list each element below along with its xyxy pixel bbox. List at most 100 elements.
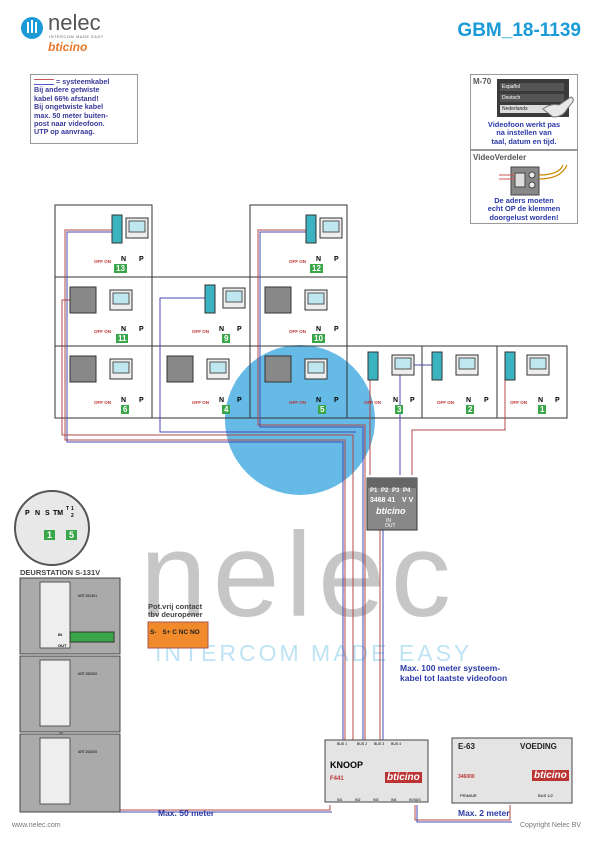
offon-label: OFF ON: [289, 400, 306, 405]
contact-term: S-: [150, 629, 157, 636]
p-label: P: [139, 397, 144, 404]
max100-line: kabel tot laatste videofoon: [400, 673, 508, 683]
videophone: [166, 355, 230, 383]
keypad-term: T: [66, 506, 70, 512]
voeding-bus: BUS 1/2: [538, 793, 553, 798]
cable: [159, 297, 356, 433]
voeding-label: VOEDING: [520, 742, 557, 751]
door-station-body: [19, 577, 121, 813]
footer-website: www.nelec.com: [12, 822, 61, 829]
apartment-number: 11: [116, 334, 129, 343]
deurstation-art: ART.351301: [78, 594, 98, 598]
contact-terminals: S- S+ C NC NO: [150, 629, 200, 636]
offon-label: OFF ON: [437, 400, 454, 405]
knoop-body: [324, 739, 429, 803]
verdeler-title: VideoVerdeler: [473, 153, 527, 162]
menu-item: Nederlands: [500, 105, 564, 113]
cable: [399, 364, 440, 475]
splitter-port: P2: [381, 488, 389, 494]
knoop-in: IN4: [391, 798, 397, 802]
splitter-body: [366, 477, 418, 531]
n-label: N: [316, 397, 322, 404]
max100-line: Max. 100 meter systeem-: [400, 663, 501, 673]
n-label: N: [121, 397, 127, 404]
splitter-brand: bticino: [376, 506, 406, 516]
cable: [369, 364, 375, 475]
p-label: P: [139, 256, 144, 263]
cable: [64, 229, 346, 740]
note-line: Bij ongetwiste kabel: [34, 102, 104, 112]
m70-caption-line: Videofoon werkt pas: [487, 120, 561, 129]
note-line: post naar videofoon.: [34, 119, 105, 129]
deurstation-art: ART.352000: [78, 750, 98, 754]
p-label: P: [484, 397, 489, 404]
p-label: P: [334, 326, 339, 333]
videophone: [69, 355, 133, 383]
contact-term: C: [172, 629, 177, 636]
n-label: N: [121, 256, 127, 263]
voeding-title: E-63: [458, 742, 475, 751]
cable: [259, 231, 364, 740]
cable: [416, 805, 512, 823]
footer-copyright: Copyright Nelec BV: [520, 822, 582, 829]
contact-title-line: tbv deuropener: [148, 610, 203, 619]
keypad-term: 1: [71, 506, 74, 512]
keypad-term: TM: [53, 510, 64, 517]
n-label: N: [219, 326, 225, 333]
menu-item: Deutsch: [500, 94, 564, 102]
contact-term: NC: [178, 629, 189, 636]
m70-caption-line: taal, datum en tijd.: [491, 136, 557, 146]
m70-caption-line: na instellen van: [496, 128, 552, 138]
deurstation-art: ART.352000: [78, 672, 98, 676]
verdeler-caption-line: De aders moeten: [494, 196, 554, 205]
cable-note: = systeemkabel Bij andere getwiste kabel…: [30, 74, 138, 144]
knoop-brand: bticino: [385, 772, 422, 783]
note-line: max. 50 meter buiten-: [34, 110, 108, 120]
offon-label: OFF ON: [510, 400, 527, 405]
videophone: [69, 286, 133, 314]
apartment-grid: [54, 204, 568, 419]
logo-mark-icon: [21, 17, 43, 39]
apartment-number: 5: [318, 405, 327, 414]
keypad-left: 1: [44, 530, 56, 540]
videophones: [69, 214, 550, 383]
knoop-in: IN1: [337, 798, 343, 802]
knoop-bus: BUS 2: [357, 742, 368, 746]
note-line: UTP op aanvraag.: [34, 127, 95, 137]
knoop-bus: BUS 1: [337, 742, 348, 746]
splitter-vv: V V: [402, 497, 414, 504]
apartment-number: 12: [310, 264, 323, 273]
p-label: P: [334, 256, 339, 263]
verdeler-caption-line: doorgelust worden!: [489, 212, 559, 222]
knoop-in: IN2: [355, 798, 361, 802]
videophone: [111, 214, 149, 244]
videophone: [204, 284, 246, 314]
apartment-number: 4: [222, 405, 231, 414]
knoop-model: F441: [330, 776, 344, 782]
knoop-in-bus: IN BUS: [409, 798, 421, 802]
knoop-bus: BUS 4: [391, 742, 402, 746]
cable: [257, 229, 366, 740]
videophone: [504, 351, 550, 381]
apartment-number: 6: [121, 405, 130, 414]
splitter-in: IN: [386, 518, 391, 524]
p-label: P: [139, 326, 144, 333]
watermark-word: nelec: [140, 508, 457, 642]
m70-title: M-70: [473, 77, 492, 86]
apartment-number: 10: [312, 334, 325, 343]
m70-caption: Videofoon werkt pas na instellen van taa…: [471, 120, 577, 146]
logo-tagline: INTERCOM MADE EASY: [49, 34, 104, 39]
apartment-cell: [496, 345, 568, 419]
contact-title-line: Pot.vrij contact: [148, 602, 203, 611]
verdeler-panel: VideoVerdeler De aders moeten echt OP de…: [470, 150, 578, 224]
videophone: [367, 351, 415, 381]
note-legend-row: = systeemkabel: [34, 77, 134, 86]
keypad-zoom: [14, 490, 90, 566]
max100-label: Max. 100 meter systeem- kabel tot laatst…: [400, 663, 507, 683]
voeding-primair: PRIMAIR: [460, 793, 477, 798]
note-line: kabel 66% afstand!: [34, 93, 99, 103]
logo-word: nelec: [48, 10, 101, 35]
n-label: N: [121, 326, 127, 333]
apartment-number: 3: [395, 405, 404, 414]
splitter-port: P4: [403, 488, 411, 494]
